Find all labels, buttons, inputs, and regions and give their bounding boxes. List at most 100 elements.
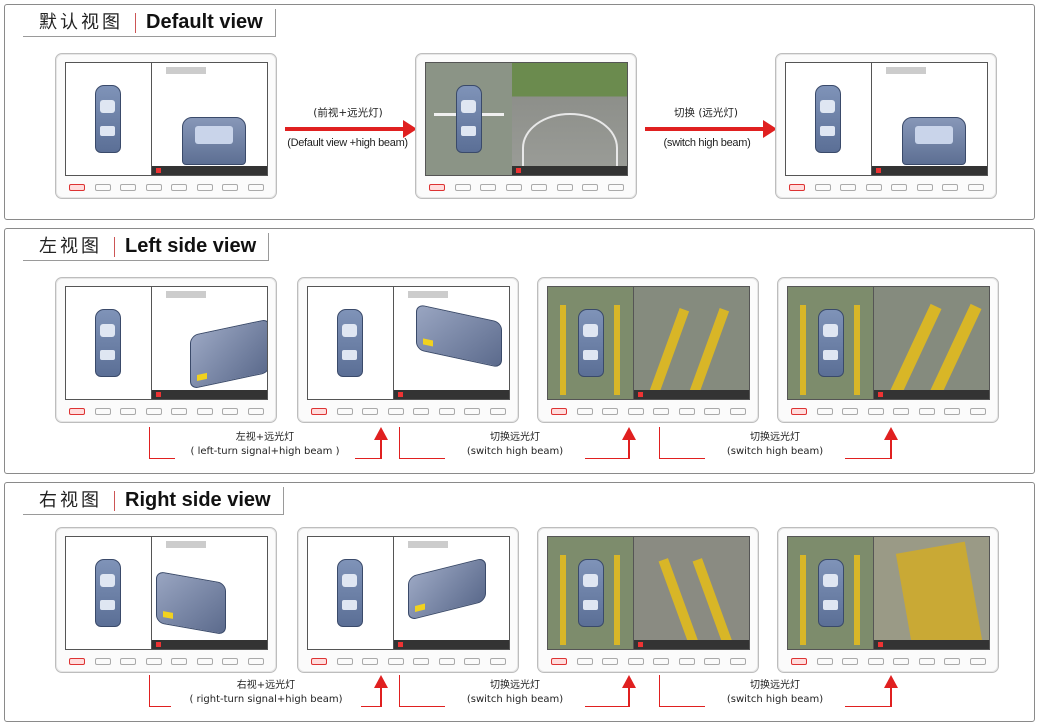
control-button[interactable] bbox=[602, 657, 619, 665]
control-button[interactable] bbox=[653, 657, 670, 665]
monitor-screen bbox=[547, 286, 750, 400]
control-button[interactable] bbox=[413, 407, 430, 415]
control-button[interactable] bbox=[94, 407, 111, 415]
control-button[interactable] bbox=[464, 657, 481, 665]
control-button[interactable] bbox=[814, 183, 831, 191]
control-button[interactable] bbox=[944, 657, 961, 665]
power-button[interactable] bbox=[429, 183, 445, 191]
control-button[interactable] bbox=[413, 657, 430, 665]
transition-label-en: (switch high beam) bbox=[726, 694, 824, 705]
control-button[interactable] bbox=[704, 657, 721, 665]
control-button[interactable] bbox=[944, 407, 961, 415]
control-button[interactable] bbox=[438, 657, 455, 665]
control-button[interactable] bbox=[196, 657, 213, 665]
control-button[interactable] bbox=[556, 183, 573, 191]
power-button[interactable] bbox=[551, 407, 567, 415]
control-button[interactable] bbox=[120, 183, 137, 191]
control-button[interactable] bbox=[704, 407, 721, 415]
default-view-section: 默认视图 Default view (前视+远光灯) (Default view… bbox=[4, 4, 1035, 220]
control-button[interactable] bbox=[576, 407, 593, 415]
power-button[interactable] bbox=[791, 407, 807, 415]
control-button[interactable] bbox=[918, 407, 935, 415]
control-button[interactable] bbox=[867, 657, 884, 665]
control-button[interactable] bbox=[969, 657, 986, 665]
control-button[interactable] bbox=[865, 183, 882, 191]
control-button[interactable] bbox=[893, 657, 910, 665]
monitor-control-bar bbox=[787, 405, 990, 417]
control-button[interactable] bbox=[531, 183, 548, 191]
control-button[interactable] bbox=[967, 183, 984, 191]
control-button[interactable] bbox=[893, 407, 910, 415]
control-button[interactable] bbox=[145, 407, 162, 415]
car-top-view bbox=[818, 309, 844, 377]
control-button[interactable] bbox=[969, 407, 986, 415]
control-button[interactable] bbox=[653, 407, 670, 415]
control-button[interactable] bbox=[247, 407, 264, 415]
control-button[interactable] bbox=[247, 657, 264, 665]
control-button[interactable] bbox=[576, 657, 593, 665]
control-button[interactable] bbox=[464, 407, 481, 415]
control-button[interactable] bbox=[94, 183, 111, 191]
control-button[interactable] bbox=[480, 183, 497, 191]
control-button[interactable] bbox=[627, 407, 644, 415]
control-button[interactable] bbox=[196, 183, 213, 191]
control-button[interactable] bbox=[842, 407, 859, 415]
top-view-pane bbox=[308, 287, 394, 399]
control-button[interactable] bbox=[602, 407, 619, 415]
power-button[interactable] bbox=[69, 657, 85, 665]
control-button[interactable] bbox=[729, 657, 746, 665]
control-button[interactable] bbox=[842, 657, 859, 665]
control-button[interactable] bbox=[336, 407, 353, 415]
monitor-control-bar bbox=[547, 655, 750, 667]
control-button[interactable] bbox=[916, 183, 933, 191]
control-button[interactable] bbox=[891, 183, 908, 191]
right-view-section: 右视图 Right side view bbox=[4, 482, 1035, 722]
control-button[interactable] bbox=[387, 657, 404, 665]
top-view-pane bbox=[66, 537, 152, 649]
power-button[interactable] bbox=[69, 407, 85, 415]
control-button[interactable] bbox=[816, 657, 833, 665]
control-button[interactable] bbox=[627, 657, 644, 665]
control-button[interactable] bbox=[918, 657, 935, 665]
control-button[interactable] bbox=[120, 657, 137, 665]
power-button[interactable] bbox=[69, 183, 85, 191]
control-button[interactable] bbox=[222, 657, 239, 665]
control-button[interactable] bbox=[94, 657, 111, 665]
control-button[interactable] bbox=[171, 183, 188, 191]
control-button[interactable] bbox=[942, 183, 959, 191]
control-button[interactable] bbox=[145, 657, 162, 665]
power-button[interactable] bbox=[789, 183, 805, 191]
screen-status-bar bbox=[634, 390, 749, 399]
control-button[interactable] bbox=[222, 407, 239, 415]
control-button[interactable] bbox=[489, 657, 506, 665]
control-button[interactable] bbox=[607, 183, 624, 191]
monitor-screen bbox=[65, 536, 268, 650]
control-button[interactable] bbox=[171, 407, 188, 415]
control-button[interactable] bbox=[362, 657, 379, 665]
control-button[interactable] bbox=[438, 407, 455, 415]
control-button[interactable] bbox=[120, 407, 137, 415]
control-button[interactable] bbox=[362, 407, 379, 415]
control-button[interactable] bbox=[582, 183, 599, 191]
control-button[interactable] bbox=[816, 407, 833, 415]
control-button[interactable] bbox=[196, 407, 213, 415]
control-button[interactable] bbox=[336, 657, 353, 665]
power-button[interactable] bbox=[311, 407, 327, 415]
power-button[interactable] bbox=[551, 657, 567, 665]
control-button[interactable] bbox=[505, 183, 522, 191]
power-button[interactable] bbox=[311, 657, 327, 665]
control-button[interactable] bbox=[678, 657, 695, 665]
control-button[interactable] bbox=[145, 183, 162, 191]
control-button[interactable] bbox=[387, 407, 404, 415]
power-button[interactable] bbox=[791, 657, 807, 665]
control-button[interactable] bbox=[222, 183, 239, 191]
control-button[interactable] bbox=[489, 407, 506, 415]
control-button[interactable] bbox=[247, 183, 264, 191]
control-button[interactable] bbox=[840, 183, 857, 191]
control-button[interactable] bbox=[171, 657, 188, 665]
control-button[interactable] bbox=[729, 407, 746, 415]
control-button[interactable] bbox=[678, 407, 695, 415]
control-button[interactable] bbox=[867, 407, 884, 415]
monitor-control-bar bbox=[425, 181, 628, 193]
control-button[interactable] bbox=[454, 183, 471, 191]
